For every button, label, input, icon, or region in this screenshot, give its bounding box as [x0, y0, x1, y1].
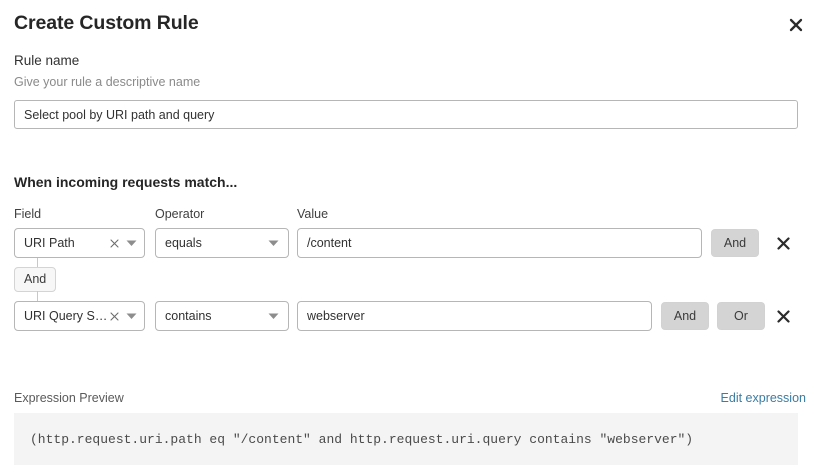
rule-name-input[interactable] [14, 100, 798, 129]
field-select-value-0: URI Path [24, 236, 75, 250]
column-header-value: Value [297, 207, 329, 221]
close-icon[interactable] [786, 15, 806, 35]
field-select-0[interactable]: URI Path [14, 228, 145, 258]
match-section-heading: When incoming requests match... [14, 174, 238, 190]
value-input-0[interactable] [297, 228, 702, 258]
expression-preview-text: (http.request.uri.path eq "/content" and… [30, 431, 694, 447]
operator-select-value-0: equals [165, 236, 202, 250]
logic-or-button-1[interactable]: Or [717, 302, 765, 330]
operator-select-1[interactable]: contains [155, 301, 289, 331]
value-input-1[interactable] [297, 301, 652, 331]
clear-icon[interactable] [108, 237, 121, 250]
chevron-down-icon[interactable] [266, 236, 280, 250]
column-header-operator: Operator [155, 207, 205, 221]
page-title: Create Custom Rule [14, 12, 199, 34]
group-connector-and-button[interactable]: And [14, 267, 57, 292]
group-connector-line-bottom [37, 291, 38, 301]
chevron-down-icon[interactable] [124, 309, 138, 323]
logic-and-button-1[interactable]: And [661, 302, 709, 330]
expression-preview-box: (http.request.uri.path eq "/content" and… [14, 413, 798, 465]
edit-expression-link[interactable]: Edit expression [720, 391, 806, 405]
delete-icon[interactable] [772, 305, 794, 327]
operator-select-value-1: contains [165, 309, 212, 323]
delete-icon[interactable] [772, 232, 794, 254]
rule-name-hint: Give your rule a descriptive name [14, 75, 201, 89]
field-select-1[interactable]: URI Query St... [14, 301, 145, 331]
rule-name-label: Rule name [14, 53, 80, 68]
clear-icon[interactable] [108, 310, 121, 323]
logic-and-button-0[interactable]: And [711, 229, 759, 257]
column-header-field: Field [14, 207, 42, 221]
expression-preview-label: Expression Preview [14, 391, 124, 405]
field-select-value-1: URI Query St... [24, 309, 108, 323]
modal-header: Create Custom Rule [14, 10, 806, 42]
operator-select-0[interactable]: equals [155, 228, 289, 258]
chevron-down-icon[interactable] [124, 236, 138, 250]
chevron-down-icon[interactable] [266, 309, 280, 323]
group-connector-line-top [37, 258, 38, 268]
